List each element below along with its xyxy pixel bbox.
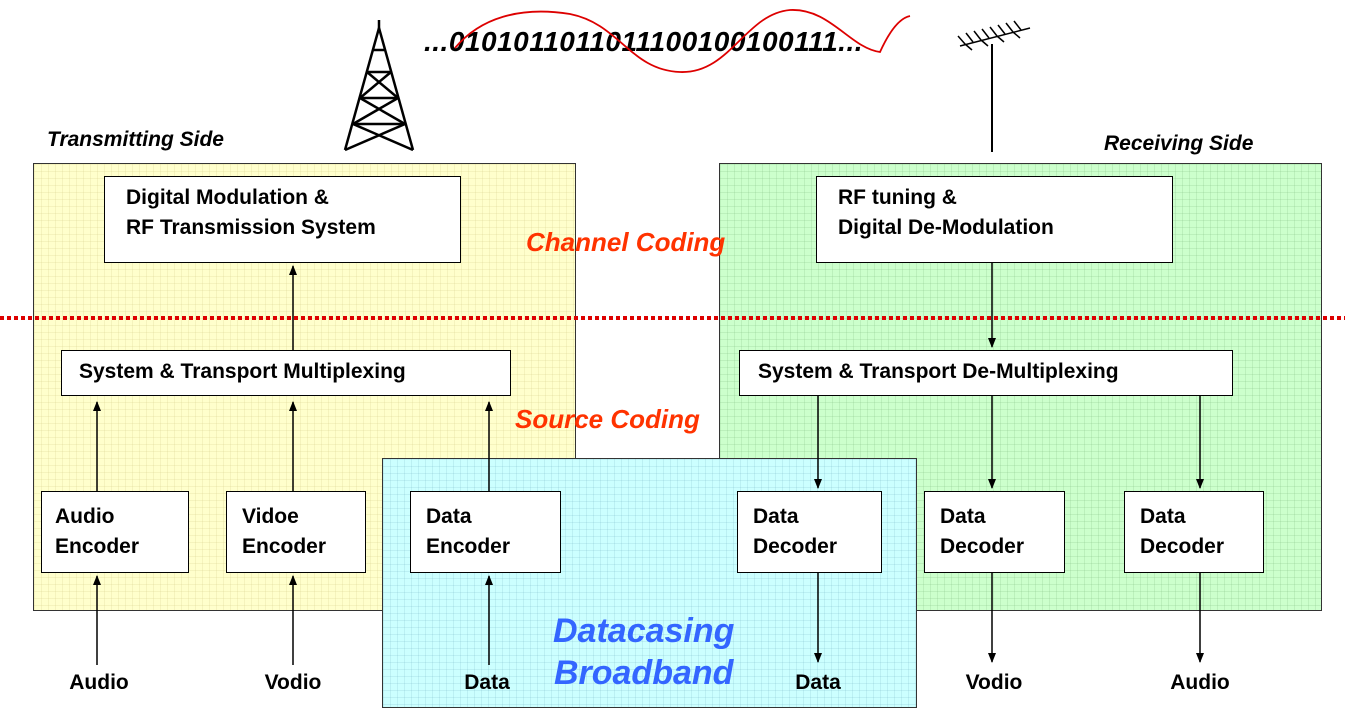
data-decoder-box-1: Data Decoder — [737, 491, 882, 573]
datacasting-line-2: Broadband — [553, 654, 734, 692]
demultiplexing-label: System & Transport De-Multiplexing — [758, 360, 1119, 383]
tuning-line-1: RF tuning & — [838, 186, 957, 209]
source-coding-label: Source Coding — [515, 404, 700, 434]
output-video-label: Vodio — [965, 671, 1023, 694]
data-decoder-3-line-1: Data — [1140, 505, 1186, 528]
data-decoder-1-line-1: Data — [753, 505, 799, 528]
output-audio-label: Audio — [1170, 671, 1230, 694]
input-video-label: Vodio — [264, 671, 322, 694]
data-decoder-1-line-2: Decoder — [753, 535, 838, 558]
data-encoder-line-1: Data — [426, 505, 472, 528]
datacasting-label: Datacasing Broadband — [553, 610, 734, 694]
modulation-line-1: Digital Modulation & — [126, 186, 329, 209]
signal-wave — [454, 9, 911, 73]
channel-coding-label: Channel Coding — [526, 227, 726, 257]
multiplexing-box: System & Transport Multiplexing — [61, 350, 511, 396]
receiving-antenna-icon — [957, 20, 1031, 152]
data-decoder-2-line-2: Decoder — [940, 535, 1025, 558]
modulation-line-2: RF Transmission System — [126, 216, 376, 239]
data-encoder-line-2: Encoder — [426, 535, 511, 558]
video-encoder-line-2: Encoder — [242, 535, 327, 558]
data-encoder-box: Data Encoder — [410, 491, 561, 573]
audio-encoder-line-2: Encoder — [55, 535, 140, 558]
transmission-tower-icon — [343, 20, 415, 152]
datacasting-line-1: Datacasing — [553, 612, 735, 650]
modulation-box: Digital Modulation & RF Transmission Sys… — [104, 176, 461, 263]
video-encoder-box: Vidoe Encoder — [226, 491, 366, 573]
multiplexing-label: System & Transport Multiplexing — [79, 360, 406, 383]
demultiplexing-box: System & Transport De-Multiplexing — [739, 350, 1233, 396]
output-data-label: Data — [795, 671, 841, 694]
transmitting-side-label: Transmitting Side — [47, 128, 224, 151]
data-decoder-box-3: Data Decoder — [1124, 491, 1264, 573]
tuning-box: RF tuning & Digital De-Modulation — [816, 176, 1173, 263]
tuning-line-2: Digital De-Modulation — [838, 216, 1054, 239]
audio-encoder-line-1: Audio — [55, 505, 115, 528]
data-decoder-3-line-2: Decoder — [1140, 535, 1225, 558]
input-data-label: Data — [464, 671, 510, 694]
transmit-arrows — [93, 265, 493, 665]
receive-arrows — [814, 263, 1204, 663]
bitstream-text: ...0101011011011100100100111... — [424, 26, 864, 57]
receiving-side-label: Receiving Side — [1104, 132, 1254, 155]
audio-encoder-box: Audio Encoder — [41, 491, 189, 573]
input-audio-label: Audio — [69, 671, 129, 694]
video-encoder-line-1: Vidoe — [242, 505, 299, 528]
data-decoder-box-2: Data Decoder — [924, 491, 1065, 573]
data-decoder-2-line-1: Data — [940, 505, 986, 528]
